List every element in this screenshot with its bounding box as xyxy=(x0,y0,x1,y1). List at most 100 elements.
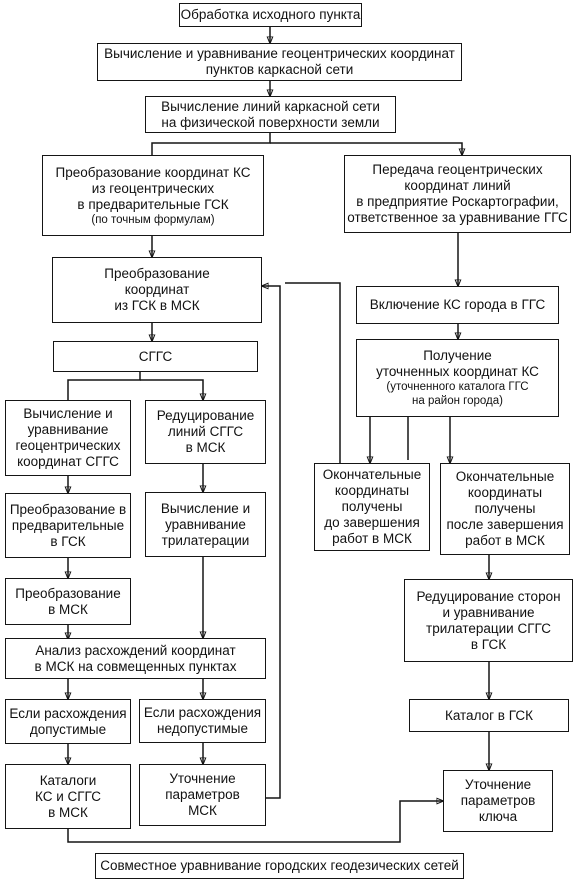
node-if-acceptable-line-2: допустимые xyxy=(29,721,107,737)
node-refine-msk-line-2: параметров xyxy=(165,787,240,802)
node-reduce-lines-line-3: в МСК xyxy=(185,440,226,455)
node-reduce-lines-line-2: линий СГГС xyxy=(167,424,244,439)
node-reduce-sides: Редуцирование сторон и уравнивание трила… xyxy=(404,579,573,662)
node-final-after-line-3: получены xyxy=(474,501,536,516)
node-if-unacceptable-line-1: Если расхождения xyxy=(143,705,262,720)
node-reduce-lines-line-1: Редуцирование xyxy=(156,408,255,423)
node-transform-prelim-line-1: Преобразование координат КС xyxy=(55,164,251,180)
node-sggs-text: СГГС xyxy=(138,348,173,364)
arrow-sggs-right xyxy=(140,379,203,400)
node-transform-prelim: Преобразование координат КС из геоцентри… xyxy=(42,155,264,236)
arrow-lines-split xyxy=(151,132,271,155)
node-final-before-line-3: получены xyxy=(341,499,403,514)
node-reduce-lines: Редуцирование линий СГГС в МСК xyxy=(145,400,266,464)
node-transfer-roskart-line-3: в предприятие Роскартографии, xyxy=(356,194,559,209)
node-transfer-roskart-line-4: ответственное за уравнивание ГГС xyxy=(347,210,568,225)
node-refine-key-line-3: ключа xyxy=(478,809,518,824)
node-transform-prelim-gsk-line-1: Преобразование в xyxy=(9,501,127,517)
node-include-ks: Включение КС города в ГГС xyxy=(356,286,559,324)
node-reduce-sides-line-3: трилатерации СГГС xyxy=(426,620,551,636)
node-catalogs-line-2: КС и СГГС xyxy=(34,788,102,804)
node-refined-coords-line-1: Получение xyxy=(423,348,492,363)
node-start-text: Обработка исходного пункта xyxy=(180,7,361,22)
node-catalogs: Каталоги КС и СГГС в МСК xyxy=(5,764,131,829)
node-final-after: Окончательные координаты получены после … xyxy=(440,463,570,555)
node-calc-geocentric-sggs: Вычисление и уравнивание геоцентрических… xyxy=(5,400,131,476)
node-frame-lines-line-1: Вычисление линий каркасной сети xyxy=(161,98,380,114)
node-final-after-line-4: после завершения xyxy=(446,517,564,532)
node-trilateration-line-1: Вычисление и xyxy=(160,500,251,516)
node-refine-key: Уточнение параметров ключа xyxy=(443,770,553,832)
node-frame-lines-line-2: на физической поверхности земли xyxy=(161,114,380,130)
node-transform-gsk-msk-line-1: Преобразование xyxy=(104,266,210,281)
node-transform-prelim-gsk-line-3: в ГСК xyxy=(50,533,86,549)
node-final-before-line-2: координаты xyxy=(334,483,410,498)
node-if-unacceptable: Если расхождения недопустимые xyxy=(139,699,266,743)
node-refine-key-line-2: параметров xyxy=(460,793,536,808)
node-catalog-gsk-text: Каталог в ГСК xyxy=(444,707,534,723)
node-if-acceptable: Если расхождения допустимые xyxy=(5,699,131,744)
node-joint-adjust-text: Совместное уравнивание городских геодези… xyxy=(100,858,459,873)
node-final-after-line-2: координаты xyxy=(467,485,543,500)
node-trilateration-line-2: уравнивание xyxy=(165,516,246,532)
node-start: Обработка исходного пункта xyxy=(179,3,362,27)
node-trilateration: Вычисление и уравнивание трилатерации xyxy=(145,492,266,557)
node-transform-gsk-msk: Преобразование координат из ГСК в МСК xyxy=(52,257,262,323)
node-analysis: Анализ расхождений координат в МСК на со… xyxy=(5,638,266,679)
node-transfer-roskart: Передача геоцентрических координат линий… xyxy=(344,155,571,233)
node-transform-msk: Преобразование в МСК xyxy=(5,578,131,625)
node-refined-coords-note-2: на район города) xyxy=(412,395,503,407)
node-reduce-sides-line-4: в ГСК xyxy=(470,636,507,652)
node-if-acceptable-line-1: Если расхождения xyxy=(9,705,127,721)
node-transform-gsk-msk-line-3: из ГСК в МСК xyxy=(114,298,200,313)
node-transform-prelim-gsk: Преобразование в предварительные в ГСК xyxy=(5,493,131,558)
node-transform-prelim-line-2: из геоцентрических xyxy=(91,180,215,196)
node-geocentric-adjust: Вычисление и уравнивание геоцентрических… xyxy=(97,43,462,81)
node-calc-geocentric-sggs-line-4: координат СГГС xyxy=(17,454,119,469)
node-catalogs-line-1: Каталоги xyxy=(39,772,97,788)
arrow-sggs-split xyxy=(67,371,141,400)
node-calc-geocentric-sggs-line-3: геоцентрических xyxy=(15,438,121,453)
node-trilateration-line-3: трилатерации xyxy=(161,532,250,548)
node-transform-prelim-note: (по точным формулам) xyxy=(91,213,215,226)
node-transfer-roskart-line-2: координат линий xyxy=(404,178,511,193)
node-joint-adjust: Совместное уравнивание городских геодези… xyxy=(95,853,464,879)
node-geocentric-adjust-line-1: Вычисление и уравнивание геоцентрических… xyxy=(104,46,455,61)
node-transform-msk-line-1: Преобразование xyxy=(15,585,121,601)
node-sggs: СГГС xyxy=(53,341,258,372)
node-transform-msk-line-2: в МСК xyxy=(48,601,88,617)
node-catalogs-line-3: в МСК xyxy=(48,804,88,820)
node-transform-gsk-msk-line-2: координат xyxy=(124,282,190,297)
node-final-after-line-1: Окончательные xyxy=(455,469,555,484)
node-transform-prelim-line-3: в предварительные ГСК xyxy=(77,196,229,212)
node-transform-prelim-gsk-line-2: предварительные xyxy=(11,517,125,533)
node-analysis-line-2: в МСК на совмещенных пунктах xyxy=(34,658,237,674)
node-analysis-line-1: Анализ расхождений координат xyxy=(35,642,236,658)
arrow-catalogs-to-joint xyxy=(67,801,443,843)
node-final-after-line-5: работ в МСК xyxy=(465,533,545,548)
node-reduce-sides-line-2: и уравнивание xyxy=(442,604,535,620)
node-transfer-roskart-line-1: Передача геоцентрических xyxy=(372,162,543,177)
node-refine-msk-line-1: Уточнение xyxy=(169,771,236,786)
arrow-refine-msk-loop xyxy=(262,286,281,799)
node-if-unacceptable-line-2: недопустимые xyxy=(157,721,248,736)
arrow-before-to-gsk-msk xyxy=(285,282,341,463)
node-refined-coords-note-1: (уточненного каталога ГГС xyxy=(386,381,529,393)
node-refined-coords-line-2: уточненных координат КС xyxy=(376,364,539,379)
node-final-before-line-5: работ в МСК xyxy=(332,531,412,546)
node-refine-key-line-1: Уточнение xyxy=(464,777,532,792)
node-catalog-gsk: Каталог в ГСК xyxy=(409,699,569,732)
node-final-before-line-4: до завершения xyxy=(324,515,420,530)
node-refine-msk-line-3: МСК xyxy=(188,803,217,818)
node-include-ks-text: Включение КС города в ГГС xyxy=(369,297,546,312)
node-calc-geocentric-sggs-line-1: Вычисление и xyxy=(23,406,113,421)
node-final-before: Окончательные координаты получены до зав… xyxy=(314,463,430,551)
arrow-split-right xyxy=(270,142,462,155)
node-calc-geocentric-sggs-line-2: уравнивание xyxy=(27,422,109,437)
node-geocentric-adjust-line-2: пунктов каркасной сети xyxy=(205,62,354,77)
node-frame-lines: Вычисление линий каркасной сети на физич… xyxy=(145,96,396,133)
node-refine-msk: Уточнение параметров МСК xyxy=(139,764,266,826)
node-final-before-line-1: Окончательные xyxy=(322,467,422,482)
